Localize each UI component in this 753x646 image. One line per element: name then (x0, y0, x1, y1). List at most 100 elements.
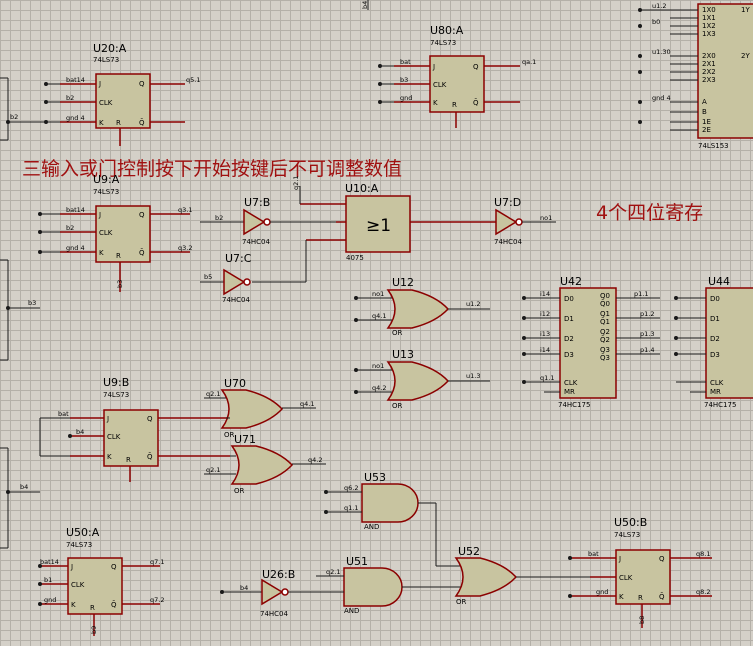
u10a-part: 4075 (346, 254, 364, 262)
u26b-ref: U26:B (262, 568, 295, 581)
u7c-part: 74HC04 (222, 296, 251, 304)
u42-pin-q3b: Q̄3 (600, 353, 610, 362)
u70-net-q21: q2.1 (206, 390, 220, 398)
u70-ref: U70 (224, 377, 246, 390)
mux-net-gnd: gnd 4 (652, 94, 671, 102)
u7d-inverter (495, 208, 556, 236)
u42-net-i12: i12 (540, 310, 550, 318)
u9a-net-b2: b2 (66, 224, 74, 232)
u9a-pin-j: J (98, 211, 101, 219)
u42-pin-q1: Q1 (600, 310, 610, 318)
u80a-part: 74LS73 (430, 39, 456, 47)
u20a-net-bat14: bat14 (66, 76, 85, 84)
u9a-flipflop (38, 205, 190, 292)
u50b-pin-k: K (619, 593, 624, 601)
u50b-pin-j: J (618, 555, 621, 563)
mux-net-u130: u1.30 (652, 48, 671, 56)
u42-net-p13: p1.3 (640, 330, 654, 338)
u12-net-q41: q4.1 (372, 312, 386, 320)
u13-net-no1: no1 (372, 362, 384, 370)
u7c-inverter (200, 268, 251, 296)
u42-pin-d0: D0 (564, 295, 574, 303)
net-b4-top: b4 (361, 1, 369, 9)
mux-net-u12: u1.2 (652, 2, 666, 10)
u42-net-i14: i14 (540, 290, 550, 298)
u7b-inverter (200, 208, 336, 236)
u9a-pin-q: Q (139, 211, 145, 219)
u53-part: AND (364, 523, 379, 531)
mux-pin-2x1: 2X1 (702, 60, 716, 68)
u9a-pin-k: K (99, 249, 104, 257)
u80a-ref: U80:A (430, 24, 464, 37)
u80a-pin-k: K (433, 99, 438, 107)
u9a-net-gnd4: gnd 4 (66, 244, 85, 252)
u52-or-gate (454, 557, 590, 597)
u44-pin-clk: CLK (710, 379, 724, 387)
u51-part: AND (344, 607, 359, 615)
u71-or-gate (204, 445, 326, 485)
u50a-pin-q: Q (111, 563, 117, 571)
u42-net-i13: i13 (540, 330, 550, 338)
u44-pin-d1: D1 (710, 315, 720, 323)
u50b-net-b8: b8 (638, 616, 646, 624)
u10a-or-gate (252, 186, 496, 283)
u50a-flipflop (38, 557, 160, 636)
u70-net-q41: q4.1 (300, 400, 314, 408)
u50a-net-b1: b1 (44, 576, 52, 584)
u51-and-gate (316, 567, 462, 607)
u42-pin-d3: D3 (564, 351, 574, 359)
mux-pin-1x1: 1X1 (702, 14, 716, 22)
u42-net-p14: p1.4 (640, 346, 654, 354)
u9a-pin-r: R (116, 252, 121, 260)
u71-ref: U71 (234, 433, 256, 446)
u10a-symbol: ≥1 (366, 216, 391, 236)
u42-pin-q0b: Q̄0 (600, 299, 610, 308)
u26b-inverter (220, 578, 322, 606)
u80a-pin-q: Q (473, 63, 479, 71)
u50b-pin-clk: CLK (619, 574, 633, 582)
u20a-pin-q: Q (139, 80, 145, 88)
mux-pin-2y: 2Y (741, 52, 750, 60)
u13-part: OR (392, 402, 403, 410)
u71-net-q21: q2.1 (206, 466, 220, 474)
u7d-net-no1: no1 (540, 214, 552, 222)
u80a-flipflop (378, 55, 520, 128)
u44-pin-d0: D0 (710, 295, 720, 303)
u42-pin-clk: CLK (564, 379, 578, 387)
u12-part: OR (392, 329, 403, 337)
annotation-or-gate-control: 三输入或门控制按下开始按键后不可调整数值 (22, 158, 402, 180)
u12-net-u12: u1.2 (466, 300, 480, 308)
u20a-pin-r: R (116, 119, 121, 127)
u9b-pin-r: R (126, 456, 131, 464)
u9b-flipflop (39, 409, 230, 482)
u50a-net-q72: q7.2 (150, 596, 164, 604)
u9b-pin-j: J (106, 415, 109, 423)
u71-part: OR (234, 487, 245, 495)
mux-pin-1x0: 1X0 (702, 6, 716, 14)
u50a-net-gnd: gnd (44, 596, 56, 604)
mux-pin-1y: 1Y (741, 6, 750, 14)
u9b-pin-q: Q (147, 415, 153, 423)
u9a-pin-qb: Q̄ (139, 248, 145, 257)
u50b-net-q82: q8.2 (696, 588, 710, 596)
mux-pin-2e: 2E (702, 126, 711, 134)
u20a-flipflop (22, 73, 185, 146)
u26b-part: 74HC04 (260, 610, 289, 618)
mux-pin-1x2: 1X2 (702, 22, 716, 30)
u13-ref: U13 (392, 348, 414, 361)
u80a-pin-clk: CLK (433, 81, 447, 89)
u20a-pin-clk: CLK (99, 99, 113, 107)
u42-pin-d2: D2 (564, 335, 574, 343)
u50b-ref: U50:B (614, 516, 647, 529)
u7b-part: 74HC04 (242, 238, 271, 246)
u12-ref: U12 (392, 276, 414, 289)
u80a-pin-j: J (432, 63, 435, 71)
u7d-ref: U7:D (494, 196, 521, 209)
u13-net-q42: q4.2 (372, 384, 386, 392)
u42-pin-mr: MR (564, 388, 575, 396)
u50b-net-bat: bat (588, 550, 599, 558)
u50b-pin-q: Q (659, 555, 665, 563)
u9b-pin-qb: Q̄ (147, 452, 153, 461)
u44-pin-mr: MR (710, 388, 721, 396)
u44-pin-d3: D3 (710, 351, 720, 359)
